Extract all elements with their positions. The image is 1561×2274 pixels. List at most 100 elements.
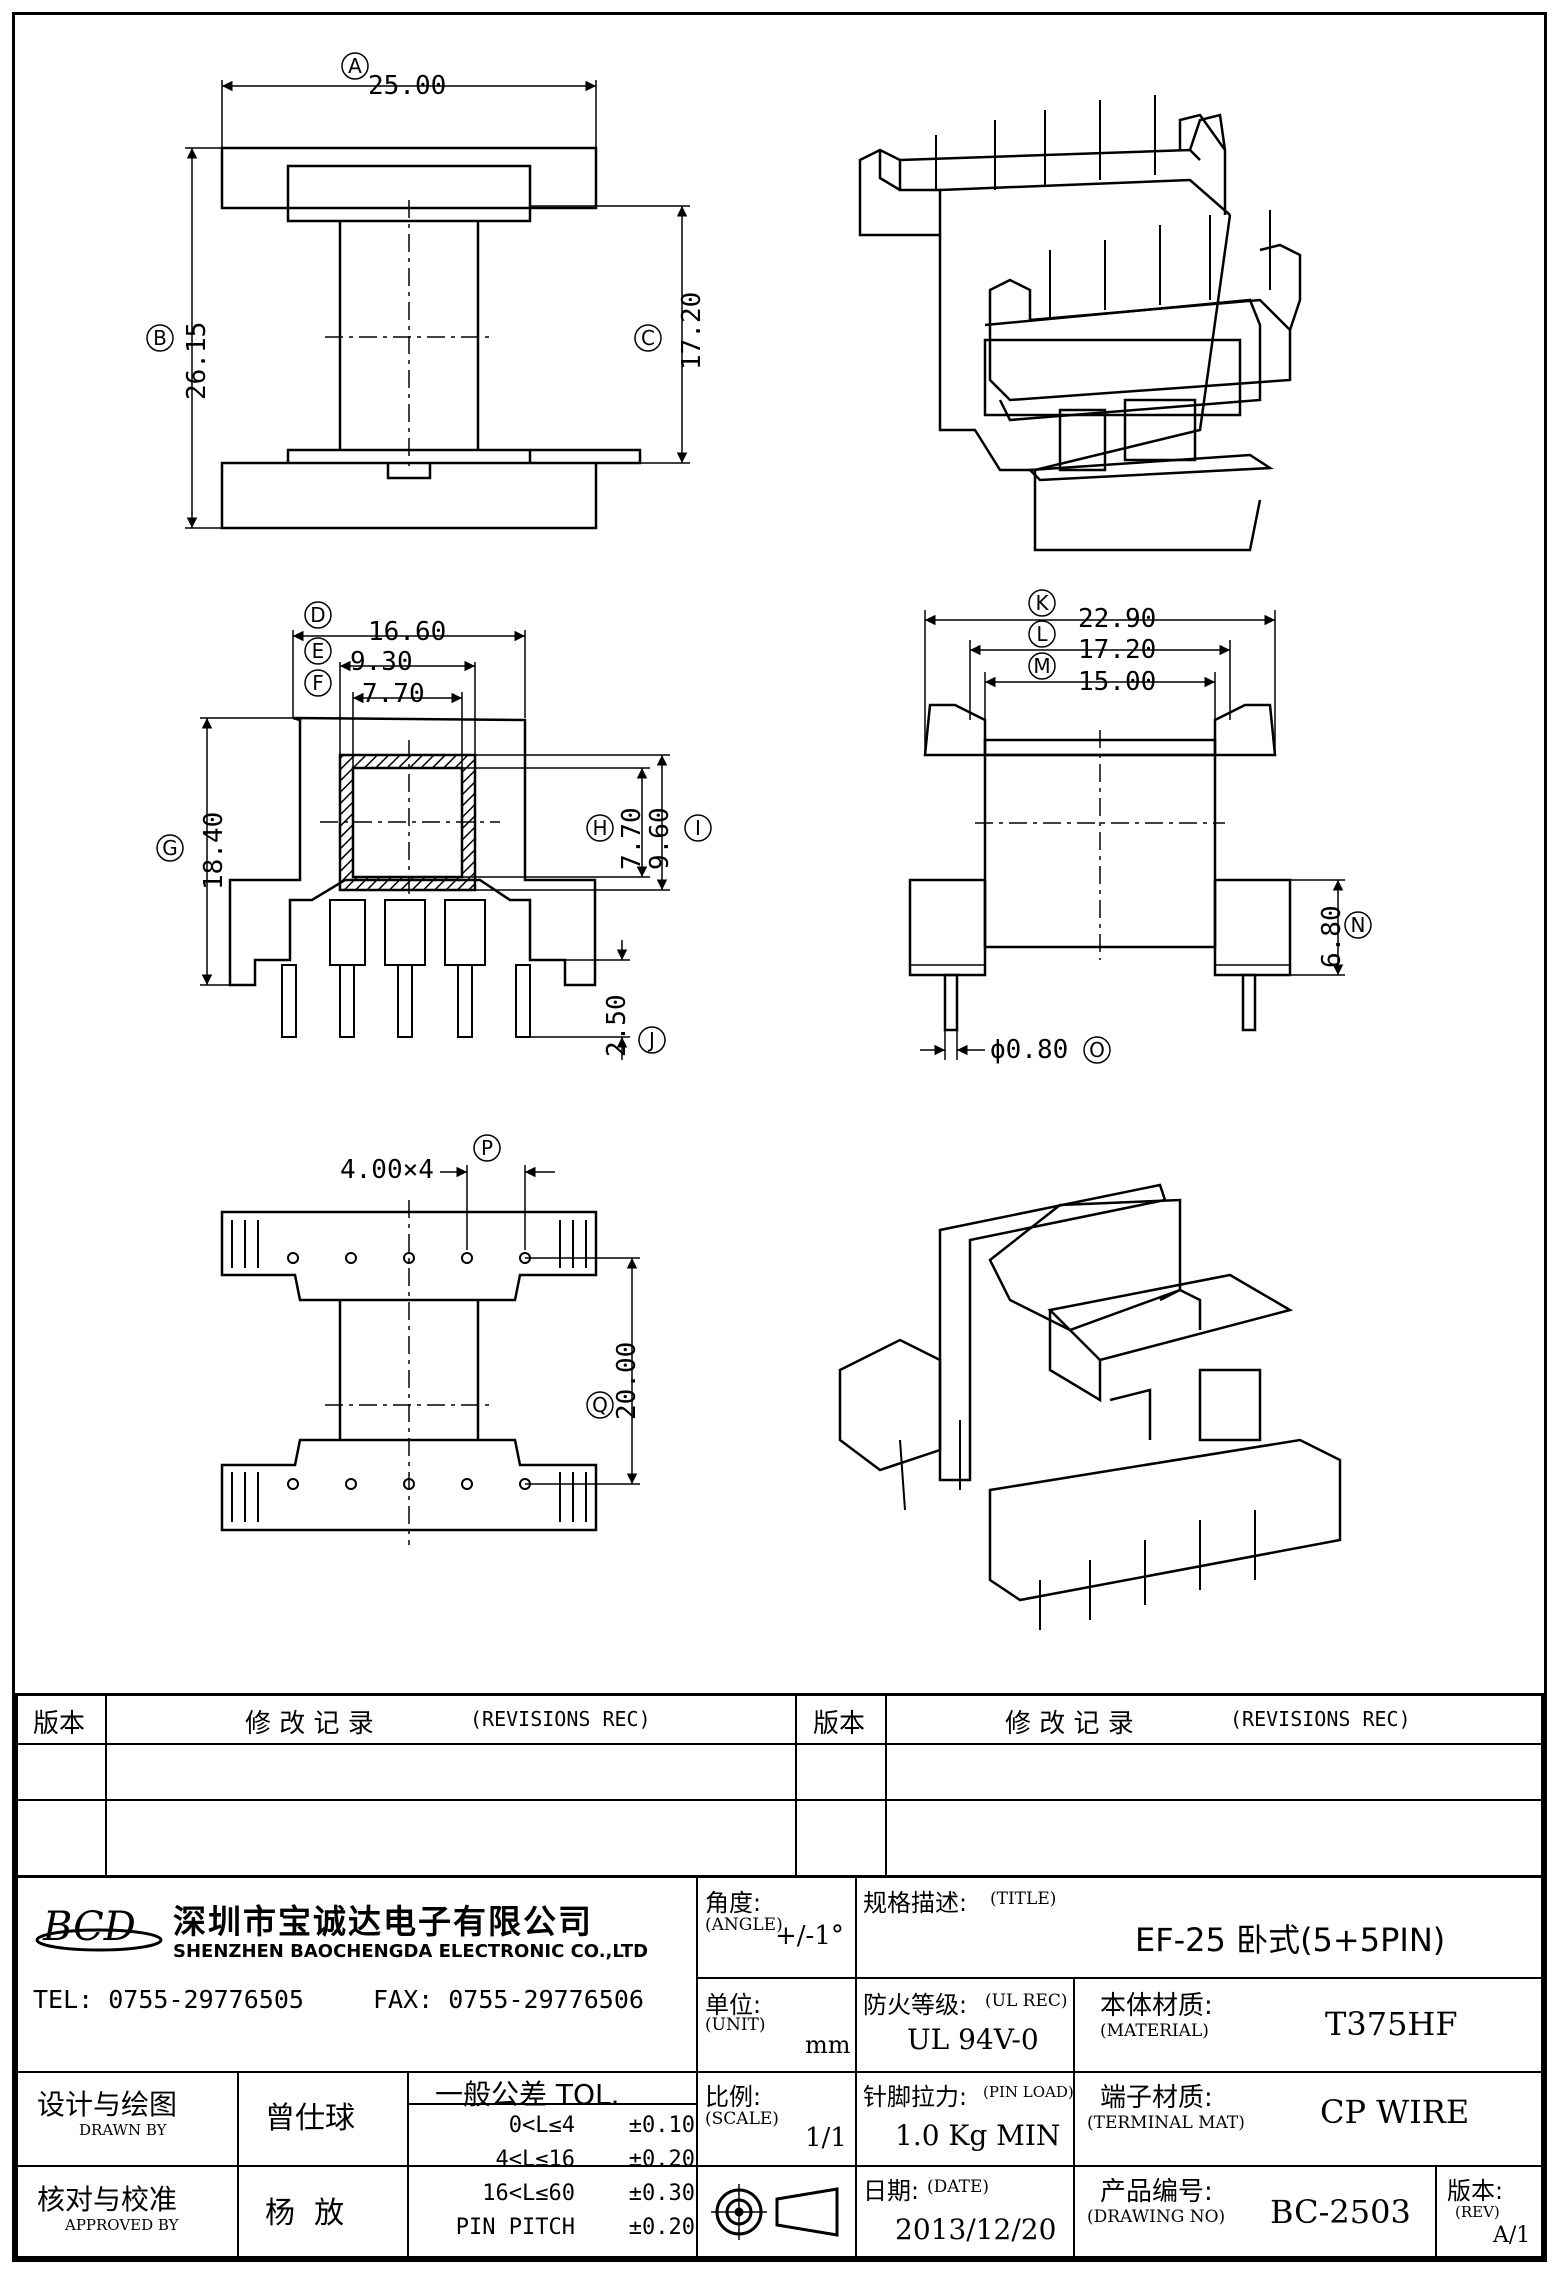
unit-value: mm <box>805 2031 851 2059</box>
svg-text:J: J <box>647 1028 655 1052</box>
material-label: 本体材质: <box>1100 1991 1213 2021</box>
ref-a: A <box>341 52 369 80</box>
ul-value: UL 94V-0 <box>907 2023 1039 2056</box>
svg-text:D: D <box>310 603 325 627</box>
svg-text:K: K <box>1035 591 1049 615</box>
ref-o: O <box>1083 1036 1111 1064</box>
bottom-view <box>220 1165 640 1545</box>
dim-q: 20.00 <box>612 1342 642 1420</box>
svg-text:E: E <box>312 639 325 663</box>
drawing-no-label: 产品编号: <box>1100 2177 1213 2207</box>
unit-label: 单位: <box>705 1991 762 2019</box>
svg-text:BCD: BCD <box>42 1904 136 1950</box>
material-label-en: (MATERIAL) <box>1100 2021 1209 2041</box>
ref-c: C <box>634 324 662 352</box>
dim-l: 17.20 <box>1078 635 1156 665</box>
svg-text:L: L <box>1036 622 1048 646</box>
dim-e: 9.30 <box>350 647 413 677</box>
svg-text:I: I <box>695 816 701 840</box>
scale-value: 1/1 <box>805 2123 847 2153</box>
title-label-en: (TITLE) <box>990 1889 1057 1909</box>
date-label-en: (DATE) <box>927 2177 989 2197</box>
designer-value: 曾仕球 <box>265 2101 355 2136</box>
info-grid <box>15 1876 1544 2259</box>
revision-table <box>15 1693 1544 1878</box>
ref-m: M <box>1028 652 1056 680</box>
top-view <box>185 80 690 530</box>
approver-value: 杨 放 <box>265 2196 345 2231</box>
scale-label: 比例: <box>705 2083 762 2111</box>
company-name-en: SHENZHEN BAOCHENGDA ELECTRONIC CO.,LTD <box>173 1941 649 1962</box>
ul-label: 防火等级: <box>863 1991 968 2019</box>
pin-load-label-en: (PIN LOAD) <box>983 2083 1074 2101</box>
ref-b: B <box>146 324 174 352</box>
rev-col-2-en: (REVISIONS REC) <box>470 1707 651 1731</box>
svg-text:A: A <box>348 54 362 78</box>
company-fax: FAX: 0755-29776506 <box>373 1985 644 2014</box>
dim-h: 7.70 <box>617 807 647 870</box>
ref-g: G <box>156 834 184 862</box>
dim-a: 25.00 <box>368 71 446 101</box>
pin-load-label: 针脚拉力: <box>863 2083 968 2111</box>
dim-m: 15.00 <box>1078 667 1156 697</box>
dim-f: 7.70 <box>362 679 425 709</box>
svg-text:N: N <box>1351 913 1366 937</box>
company-name-cn: 深圳市宝诚达电子有限公司 <box>173 1902 593 1941</box>
ref-q: Q <box>586 1391 614 1419</box>
dim-k: 22.90 <box>1078 604 1156 634</box>
tolerance-title: 一般公差 TOL. <box>435 2078 620 2111</box>
drawing-frame <box>12 12 1547 2262</box>
dim-g: 18.40 <box>199 812 229 890</box>
rev-col-4: 修 改 记 录 <box>1005 1709 1134 1739</box>
rev-col-4-en: (REVISIONS REC) <box>1230 1707 1411 1731</box>
pin-load-value: 1.0 Kg MIN <box>895 2119 1061 2152</box>
terminal-label-en: (TERMINAL MAT) <box>1087 2113 1245 2133</box>
svg-text:B: B <box>153 326 167 350</box>
front-view <box>200 630 670 1060</box>
ref-l: L <box>1028 620 1056 648</box>
dim-o: ϕ0.80 <box>990 1035 1068 1065</box>
rev-col-2: 修 改 记 录 <box>245 1709 374 1739</box>
drawing-no-label-en: (DRAWING NO) <box>1087 2207 1226 2227</box>
ref-j: J <box>638 1026 666 1054</box>
rev-col-3: 版本 <box>813 1709 866 1739</box>
svg-text:P: P <box>481 1136 493 1160</box>
rev-label: 版本: <box>1447 2177 1504 2205</box>
angle-value: +/-1° <box>775 1921 844 1951</box>
ref-e: E <box>304 637 332 665</box>
isometric-view-2 <box>838 1183 1342 1630</box>
dim-c: 17.20 <box>677 292 707 370</box>
title-value: EF-25 卧式(5+5PIN) <box>1135 1921 1446 1959</box>
tolerance-row: 16<L≤60±0.30 <box>482 2181 695 2206</box>
rev-col-1: 版本 <box>33 1709 86 1739</box>
ref-h: H <box>586 814 614 842</box>
svg-text:M: M <box>1033 654 1050 678</box>
date-value: 2013/12/20 <box>895 2213 1057 2246</box>
technical-drawing: 25.00 26.15 17.20 16.60 9.30 7.70 18.40 … <box>146 52 1372 1630</box>
tolerance-row: PIN PITCH±0.20 <box>455 2215 695 2240</box>
svg-text:O: O <box>1089 1038 1105 1062</box>
rev-value: A/1 <box>1493 2223 1531 2248</box>
drawing-no-value: BC-2503 <box>1270 2193 1411 2231</box>
dim-d: 16.60 <box>368 617 446 647</box>
ref-f: F <box>304 669 332 697</box>
isometric-view-1 <box>858 95 1302 552</box>
approver-label-en: APPROVED BY <box>65 2216 179 2234</box>
rev-label-en: (REV) <box>1455 2203 1500 2221</box>
scale-label-en: (SCALE) <box>705 2109 779 2129</box>
dim-i: 9.60 <box>645 807 675 870</box>
designer-label-en: DRAWN BY <box>79 2121 167 2139</box>
title-label: 规格描述: <box>863 1889 968 1917</box>
terminal-value: CP WIRE <box>1320 2093 1470 2131</box>
terminal-label: 端子材质: <box>1100 2083 1213 2113</box>
tolerance-table: 0<L≤4±0.10 4<L≤16±0.20 16<L≤60±0.30 PIN … <box>425 2113 695 2249</box>
approver-label: 核对与校准 <box>37 2183 178 2216</box>
projection-symbol-icon <box>707 2177 847 2247</box>
ref-d: D <box>304 601 332 629</box>
title-block: 版本 修 改 记 录 (REVISIONS REC) 版本 修 改 记 录 (R… <box>15 1693 1544 2259</box>
ref-i: I <box>684 814 712 842</box>
date-label: 日期: <box>863 2177 920 2205</box>
ul-label-en: (UL REC) <box>985 1991 1068 2011</box>
ref-k: K <box>1028 589 1056 617</box>
svg-text:Q: Q <box>592 1393 608 1417</box>
